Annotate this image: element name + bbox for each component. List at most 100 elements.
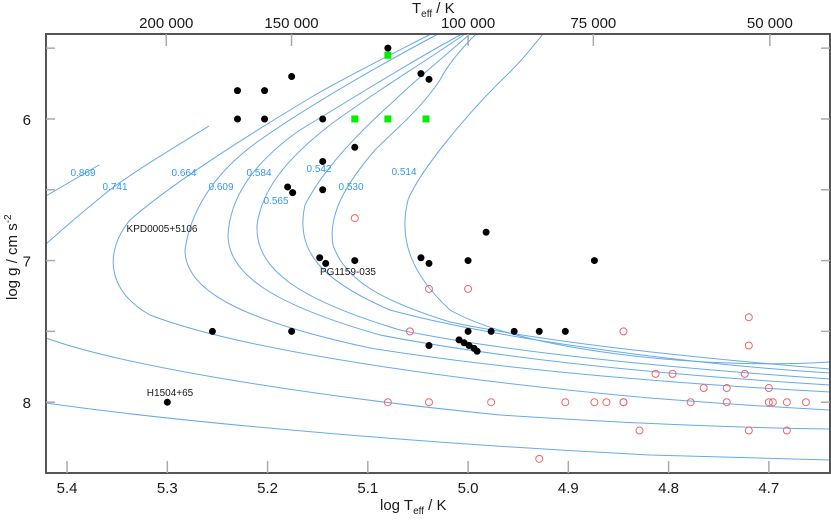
filled-circle-point — [535, 327, 543, 335]
filled-circle-point — [425, 75, 433, 83]
open-circle-point — [722, 398, 731, 407]
filled-circle-point — [316, 254, 324, 262]
star-annotation: PG1159-035 — [320, 267, 376, 278]
open-circle-point — [535, 454, 544, 463]
filled-circle-point — [208, 327, 216, 335]
track-label: 0.542 — [306, 164, 331, 175]
x-tick-label: 5.0 — [458, 480, 479, 497]
filled-circle-point — [561, 327, 569, 335]
y-tick-label: 6 — [23, 112, 31, 129]
filled-circle-point — [487, 327, 495, 335]
y-axis-title: log g / cm s-2 — [3, 214, 21, 300]
x-tick-label: 5.3 — [157, 480, 178, 497]
track-0.869 — [45, 164, 831, 461]
open-circle-point — [590, 398, 599, 407]
filled-circle-point — [417, 254, 425, 262]
filled-circle-point — [288, 327, 296, 335]
track-label: 0.609 — [208, 182, 233, 193]
filled-circle-point — [319, 115, 327, 123]
track-0.609 — [184, 33, 831, 393]
track-0.565 — [256, 33, 831, 380]
track-label: 0.514 — [391, 167, 416, 178]
x-tick-label: 5.1 — [357, 480, 378, 497]
open-circle-point — [722, 384, 731, 393]
filled-circle-point — [473, 347, 481, 355]
open-circle-point — [764, 384, 773, 393]
star-annotation: H1504+65 — [147, 388, 194, 399]
open-circle-point — [424, 398, 433, 407]
track-label: 0.530 — [338, 182, 363, 193]
track-label: 0.869 — [70, 168, 95, 179]
open-circle-point — [424, 284, 433, 293]
x-tick-label: 5.4 — [57, 480, 78, 497]
y-tick-label: 7 — [23, 254, 31, 271]
top-axis-title: Teff / K — [412, 0, 455, 20]
top-tick-label: 200 000 — [139, 15, 193, 32]
filled-circle-point — [289, 189, 297, 197]
filled-circle-point — [417, 70, 425, 78]
track-0.514 — [404, 33, 831, 365]
filled-circle-point — [384, 44, 392, 52]
plot-frame — [45, 33, 831, 474]
filled-circle-point — [319, 186, 327, 194]
open-circle-point — [668, 369, 677, 378]
open-circle-point — [651, 369, 660, 378]
filled-circle-point — [233, 87, 241, 95]
open-circle-point — [350, 214, 359, 223]
green-square-point — [351, 115, 359, 123]
x-tick-label: 4.8 — [658, 480, 679, 497]
filled-circle-point — [425, 342, 433, 350]
open-circle-point — [801, 398, 810, 407]
top-tick-label: 50 000 — [747, 15, 793, 32]
track-mass-labels: 0.514 0.530 0.542 0.565 0.584 0.609 0.664 0.741… — [70, 164, 416, 207]
filled-circle-point — [288, 72, 296, 80]
filled-circle-point — [261, 87, 269, 95]
track-label: 0.741 — [102, 182, 127, 193]
open-circle-point — [383, 398, 392, 407]
filled-circle-point — [319, 157, 327, 165]
filled-circle-point — [163, 398, 171, 406]
filled-circle-point — [261, 115, 269, 123]
filled-circle-point — [322, 259, 330, 267]
x-axis-title: log Teff / K — [380, 497, 447, 517]
open-circle-point — [782, 426, 791, 435]
track-label: 0.664 — [171, 168, 196, 179]
filled-circle-point — [233, 115, 241, 123]
top-tick-label: 75 000 — [570, 15, 616, 32]
x-tick-label: 5.2 — [257, 480, 278, 497]
evolutionary-tracks — [45, 33, 831, 461]
open-circle-point — [699, 384, 708, 393]
track-0.664 — [112, 33, 831, 411]
filled-circle-point — [425, 259, 433, 267]
filled-circle-point — [464, 257, 472, 265]
open-circle-point — [602, 398, 611, 407]
open-circle-point — [619, 327, 628, 336]
open-circle-point — [768, 398, 777, 407]
data-points — [163, 44, 810, 463]
filled-circle-point — [284, 183, 292, 191]
track-0.584 — [227, 33, 831, 386]
filled-circle-point — [464, 327, 472, 335]
filled-circle-point — [351, 143, 359, 151]
open-circle-point — [619, 398, 628, 407]
track-label: 0.584 — [246, 168, 271, 179]
y-tick-label: 8 — [23, 395, 31, 412]
track-label: 0.565 — [263, 196, 288, 207]
green-square-point — [422, 115, 430, 123]
star-annotation: KPD0005+5106 — [127, 224, 198, 235]
open-circle-point — [782, 398, 791, 407]
open-circle-point — [487, 398, 496, 407]
open-circle-point — [764, 398, 773, 407]
open-circle-point — [744, 313, 753, 322]
open-circle-point — [744, 426, 753, 435]
filled-circle-point — [351, 257, 359, 265]
green-square-point — [384, 115, 392, 123]
track-0.542 — [302, 33, 831, 374]
filled-circle-point — [510, 327, 518, 335]
top-tick-label: 100 000 — [441, 15, 495, 32]
open-circle-point — [744, 341, 753, 350]
green-square-point — [384, 51, 392, 59]
open-circle-point — [405, 327, 414, 336]
